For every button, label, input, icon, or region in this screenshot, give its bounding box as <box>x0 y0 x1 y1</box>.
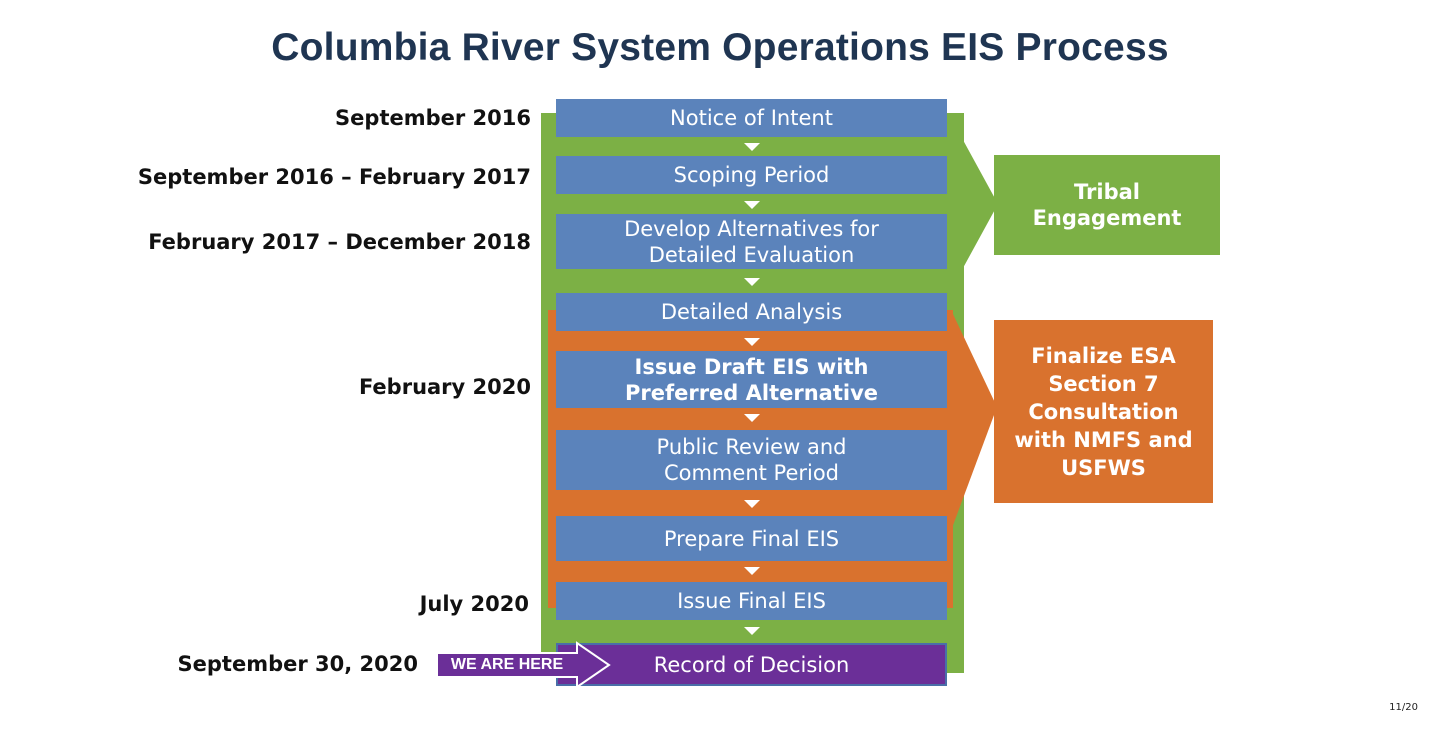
esa-consultation-box: Finalize ESA Section 7 Consultation with… <box>994 320 1213 503</box>
step-record-of-decision: Record of Decision <box>556 643 947 686</box>
we-are-here-label: WE ARE HERE <box>450 656 564 673</box>
date-label-decision: September 30, 2020 <box>177 652 418 676</box>
date-label-alternatives: February 2017 – December 2018 <box>148 230 531 254</box>
step-public-review: Public Review and Comment Period <box>556 430 947 490</box>
step-detailed-analysis: Detailed Analysis <box>556 293 947 331</box>
flow-arrow-icon <box>744 567 760 575</box>
flow-arrow-icon <box>744 278 760 286</box>
date-label-notice: September 2016 <box>335 106 531 130</box>
page-number: 11/20 <box>1389 702 1418 713</box>
flow-arrow-icon <box>744 627 760 635</box>
step-scoping-period: Scoping Period <box>556 156 947 194</box>
we-are-here-arrow-icon <box>437 641 611 689</box>
tribal-engagement-pointer <box>963 140 998 268</box>
flow-arrow-icon <box>744 338 760 346</box>
tribal-engagement-box: Tribal Engagement <box>994 155 1220 255</box>
step-notice-of-intent: Notice of Intent <box>556 99 947 137</box>
step-issue-final-eis: Issue Final EIS <box>556 582 947 620</box>
step-prepare-final-eis: Prepare Final EIS <box>556 516 947 561</box>
date-label-final-eis: July 2020 <box>419 592 529 616</box>
flow-arrow-icon <box>744 414 760 422</box>
date-label-scoping: September 2016 – February 2017 <box>137 165 531 189</box>
flow-arrow-icon <box>744 201 760 209</box>
esa-consultation-pointer <box>952 312 997 528</box>
flow-arrow-icon <box>744 143 760 151</box>
page-title: Columbia River System Operations EIS Pro… <box>271 26 1169 69</box>
date-label-draft-eis: February 2020 <box>358 375 531 399</box>
flow-arrow-icon <box>744 500 760 508</box>
step-issue-draft-eis: Issue Draft EIS with Preferred Alternati… <box>556 351 947 408</box>
step-develop-alternatives: Develop Alternatives for Detailed Evalua… <box>556 214 947 269</box>
